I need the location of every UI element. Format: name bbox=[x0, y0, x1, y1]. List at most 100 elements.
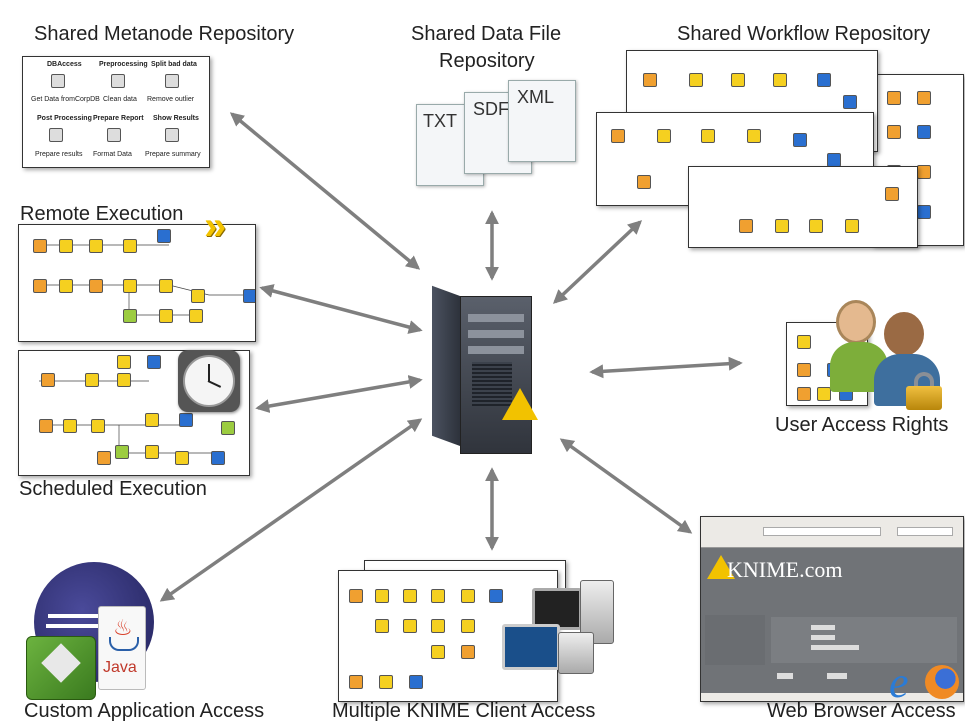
metanode-repo-panel: DBAccess Preprocessing Split bad data Ge… bbox=[22, 56, 210, 168]
padlock-icon bbox=[906, 372, 946, 410]
browser-form-input[interactable] bbox=[811, 645, 859, 650]
internet-explorer-icon: e bbox=[889, 658, 909, 702]
browser-search-box[interactable] bbox=[897, 527, 953, 536]
workflow-node bbox=[489, 589, 503, 603]
xml-file-label: XML bbox=[517, 87, 555, 107]
remote-execution-panel bbox=[18, 224, 256, 342]
metanode-icon bbox=[111, 74, 125, 88]
metanode-caption: Get Data fromCorpDB bbox=[31, 96, 100, 103]
browser-form-input[interactable] bbox=[811, 625, 835, 630]
metanode-caption: Prepare summary bbox=[145, 151, 201, 158]
workflow-node bbox=[63, 419, 77, 433]
workflow-node bbox=[747, 129, 761, 143]
plugin-icon bbox=[26, 636, 96, 700]
workflow-node bbox=[123, 279, 137, 293]
workflow-node bbox=[461, 619, 475, 633]
server-icon bbox=[432, 285, 538, 454]
metanode-caption: Format Data bbox=[93, 151, 132, 158]
txt-file-label: TXT bbox=[423, 111, 457, 131]
workflow-node bbox=[243, 289, 255, 303]
browser-sidebar bbox=[705, 615, 765, 665]
metanode-caption: Clean data bbox=[103, 96, 137, 103]
metanode-icon bbox=[165, 74, 179, 88]
workflow-node bbox=[403, 619, 417, 633]
workflow-node bbox=[611, 129, 625, 143]
workflow-node bbox=[637, 175, 651, 189]
workflow-node bbox=[123, 309, 137, 323]
workflow-node bbox=[731, 73, 745, 87]
workflow-node bbox=[843, 95, 857, 109]
browser-window: KNIME.com e bbox=[700, 516, 964, 702]
workflow-node bbox=[887, 125, 901, 139]
metanode-title: Post Processing bbox=[37, 115, 92, 122]
workflow-node bbox=[147, 355, 161, 369]
arrow-metanode-repo bbox=[229, 112, 421, 270]
workflow-node bbox=[39, 419, 53, 433]
workflow-node bbox=[221, 421, 235, 435]
xml-file-icon: XML bbox=[508, 80, 576, 162]
workflow-panel-back-2 bbox=[872, 74, 964, 246]
arrow-custom-app bbox=[159, 418, 423, 602]
workflow-node bbox=[123, 239, 137, 253]
workflow-node bbox=[85, 373, 99, 387]
java-label: Java bbox=[103, 659, 137, 676]
workflow-repo-label: Shared Workflow Repository bbox=[677, 23, 931, 45]
metanode-title: Split bad data bbox=[151, 61, 197, 68]
workflow-node bbox=[97, 451, 111, 465]
arrow-scheduled-execution bbox=[255, 375, 423, 413]
workflow-node bbox=[41, 373, 55, 387]
metanode-title: DBAccess bbox=[47, 61, 82, 68]
workflow-node bbox=[773, 73, 787, 87]
workflow-node bbox=[157, 229, 171, 243]
metanode-title: Preprocessing bbox=[99, 61, 148, 68]
sdf-file-label: SDF bbox=[473, 99, 509, 119]
data-file-repo-label-2: Repository bbox=[439, 50, 535, 72]
workflow-node bbox=[887, 91, 901, 105]
workflow-node bbox=[349, 675, 363, 689]
metanode-icon bbox=[165, 128, 179, 142]
browser-submit-button[interactable] bbox=[777, 673, 793, 679]
workflow-node bbox=[917, 125, 931, 139]
workflow-node bbox=[461, 645, 475, 659]
browser-address-bar[interactable] bbox=[763, 527, 881, 536]
workflow-node bbox=[379, 675, 393, 689]
workflow-node bbox=[33, 239, 47, 253]
workflow-node bbox=[461, 589, 475, 603]
firefox-icon bbox=[925, 665, 959, 699]
workflow-panel-lower bbox=[688, 166, 918, 248]
workflow-node bbox=[115, 445, 129, 459]
workflow-node bbox=[689, 73, 703, 87]
workflow-node bbox=[431, 645, 445, 659]
arrow-web-browser bbox=[559, 438, 693, 534]
metanode-caption: Remove outlier bbox=[147, 96, 195, 103]
workflow-node bbox=[817, 73, 831, 87]
browser-form-input[interactable] bbox=[811, 635, 835, 640]
workflow-node bbox=[739, 219, 753, 233]
metanode-icon bbox=[49, 128, 63, 142]
workflow-node bbox=[917, 165, 931, 179]
browser-cancel-button[interactable] bbox=[827, 673, 847, 679]
metanode-icon bbox=[107, 128, 121, 142]
workflow-node bbox=[375, 589, 389, 603]
workflow-node bbox=[91, 419, 105, 433]
workflow-node bbox=[917, 205, 931, 219]
workflow-node bbox=[59, 239, 73, 253]
workflow-node bbox=[409, 675, 423, 689]
workflow-node bbox=[827, 153, 841, 167]
metanode-title: Prepare Report bbox=[93, 115, 144, 122]
workflow-node bbox=[89, 239, 103, 253]
metanode-caption: Prepare results bbox=[35, 151, 83, 158]
workflow-node bbox=[159, 309, 173, 323]
clock-icon bbox=[178, 350, 240, 412]
workflow-node bbox=[191, 289, 205, 303]
workflow-node bbox=[431, 619, 445, 633]
workflow-node bbox=[189, 309, 203, 323]
users-icon bbox=[830, 296, 950, 406]
workflow-node bbox=[403, 589, 417, 603]
workflow-node bbox=[145, 445, 159, 459]
workflow-node bbox=[117, 355, 131, 369]
workflow-node bbox=[643, 73, 657, 87]
metanode-repo-label: Shared Metanode Repository bbox=[34, 23, 295, 45]
workflow-node bbox=[211, 451, 225, 465]
